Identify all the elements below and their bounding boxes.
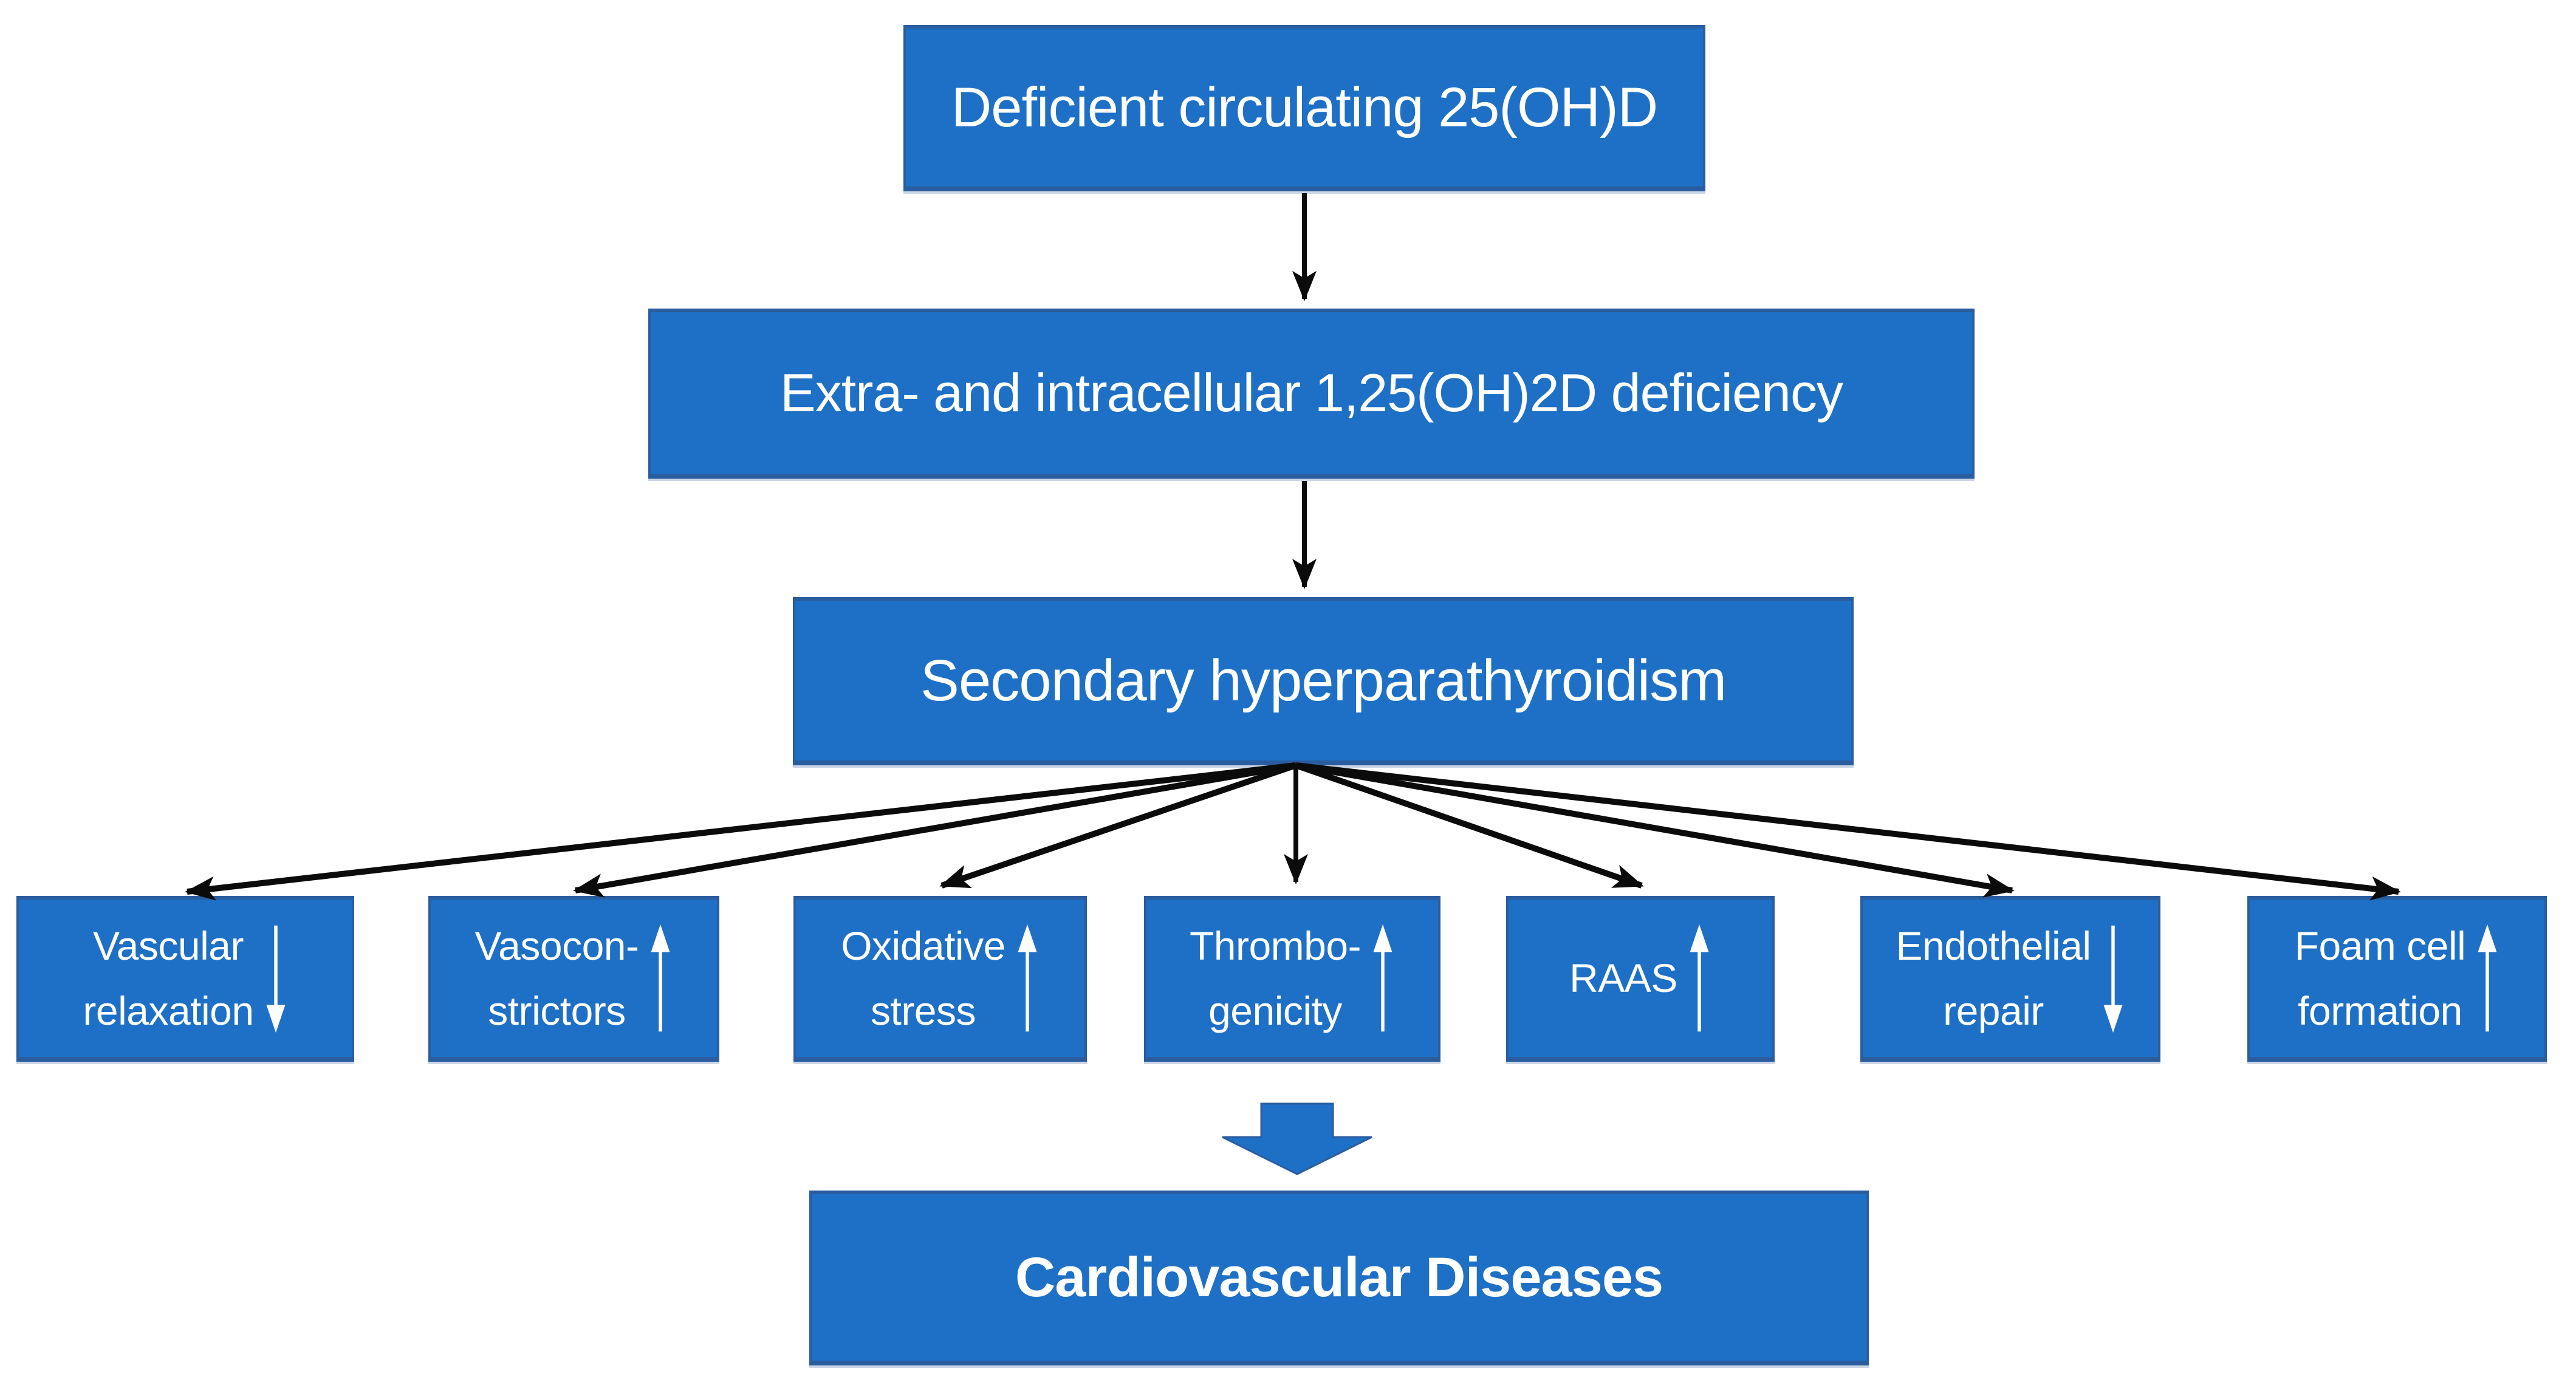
node-vascular-relaxation-label: Vascular relaxation (83, 914, 254, 1044)
node-thrombogenicity-label: Thrombo- genicity (1189, 914, 1362, 1044)
node-foam-cell-formation-label: Foam cell formation (2295, 914, 2466, 1044)
trend-down-arrow-icon (2103, 925, 2123, 1033)
arrow-fan-endothelial (1295, 762, 2015, 898)
trend-up-arrow-icon (1373, 924, 1392, 1031)
trend-up-arrow-icon (2478, 924, 2497, 1031)
effect-line: repair (1943, 988, 2044, 1033)
node-oxidative-stress: Oxidative stress (793, 896, 1087, 1062)
arrow-fan-oxidative (939, 762, 1297, 889)
effect-line: relaxation (83, 988, 254, 1033)
node-foam-cell-formation: Foam cell formation (2247, 896, 2547, 1062)
effect-line: formation (2298, 988, 2462, 1033)
effect-line: Vascular (93, 923, 244, 968)
node-endothelial-repair-label: Endothelial repair (1896, 914, 2091, 1044)
node-endothelial-repair: Endothelial repair (1860, 896, 2160, 1062)
node-secondary-hyperparathyroidism: Secondary hyperparathyroidism (793, 597, 1854, 765)
node-125ohd-deficiency: Extra- and intracellular 1,25(OH)2D defi… (648, 309, 1975, 479)
arrow-fan-vasocon (573, 762, 1297, 898)
arrow-fan-foamcell (1295, 762, 2401, 901)
node-cardiovascular-diseases-label: Cardiovascular Diseases (1015, 1246, 1663, 1308)
effect-line: stress (870, 988, 976, 1033)
effect-line: strictors (488, 988, 626, 1033)
node-vascular-relaxation: Vascular relaxation (16, 896, 354, 1062)
node-thrombogenicity: Thrombo- genicity (1144, 896, 1440, 1062)
effect-line: Thrombo- (1189, 923, 1362, 968)
node-125ohd-deficiency-label: Extra- and intracellular 1,25(OH)2D defi… (780, 363, 1843, 423)
effect-line: Oxidative (841, 923, 1005, 968)
node-oxidative-stress-label: Oxidative stress (841, 914, 1005, 1044)
arrow-fan-raas (1295, 762, 1644, 889)
node-cardiovascular-diseases: Cardiovascular Diseases (809, 1191, 1869, 1365)
trend-up-arrow-icon (1018, 924, 1037, 1031)
effect-line: Foam cell (2294, 923, 2466, 968)
node-secondary-hyperparathyroidism-label: Secondary hyperparathyroidism (920, 647, 1727, 713)
node-vasoconstrictors: Vasocon- strictors (428, 896, 719, 1062)
node-deficient-25ohd-label: Deficient circulating 25(OH)D (951, 76, 1658, 138)
effect-line: genicity (1208, 988, 1342, 1033)
node-deficient-25ohd: Deficient circulating 25(OH)D (903, 25, 1705, 191)
effect-line: Vasocon- (474, 923, 639, 968)
node-vasoconstrictors-label: Vasocon- strictors (475, 914, 639, 1044)
arrow-fan-vascular (185, 762, 1297, 901)
effect-line: Endothelial (1896, 923, 2091, 968)
trend-up-arrow-icon (651, 924, 670, 1031)
trend-down-arrow-icon (266, 925, 286, 1033)
node-raas-label: RAAS (1569, 946, 1677, 1011)
trend-up-arrow-icon (1690, 924, 1709, 1031)
block-down-arrow (1222, 1102, 1372, 1175)
node-raas: RAAS (1506, 896, 1775, 1062)
effect-line: RAAS (1569, 955, 1677, 1001)
